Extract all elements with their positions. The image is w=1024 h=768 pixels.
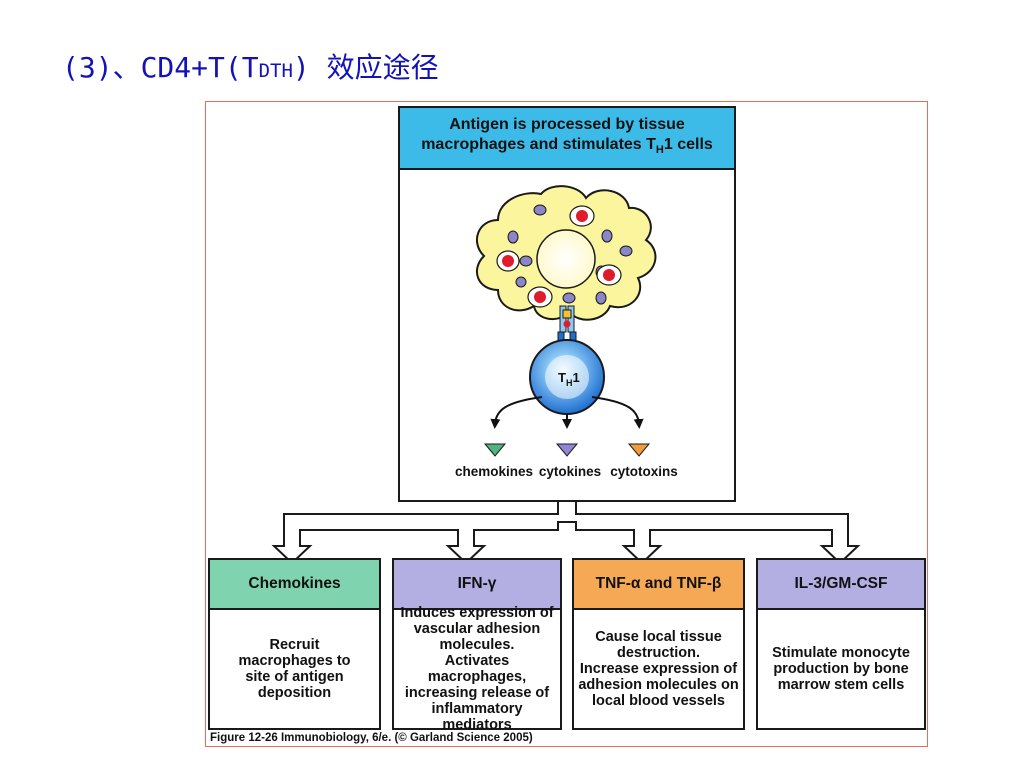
effect-header-tnf: TNF-α and TNF-β [574,560,743,610]
secretion-arrow-right [591,396,644,429]
branching-arrow [271,500,861,565]
effect-box-chemokines: Chemokines Recruit macrophages to site o… [208,558,381,730]
header-line-2: macrophages and stimulates TH1 cells [421,136,713,157]
chemokines-triangle [483,443,507,457]
header-line-1: Antigen is processed by tissue [449,116,685,134]
slide-title: (3)、CD4+T(TDTH) 效应途径 [62,46,439,90]
th1-label: TH1 [558,370,580,388]
th1-nucleus [545,355,589,399]
title-subscript: DTH [258,60,293,82]
effect-text-ifn-gamma: Induces expression of vascular adhesion … [400,605,554,733]
cytokines-label: cytokines [539,464,601,479]
phagosomes [496,205,622,308]
effect-box-ifn-gamma: IFN-γ Induces expression of vascular adh… [392,558,562,733]
figure-graphics: TH1 chemokines cytokines cytotoxins [271,185,861,565]
cytotoxins-label: cytotoxins [610,464,678,479]
title-prefix: (3)、CD4+T(T [62,51,259,84]
effect-box-il3-gmcsf: IL-3/GM-CSF Stimulate monocyte productio… [756,558,926,730]
effect-header-ifn-gamma: IFN-γ [394,560,560,610]
antigen-processing-box: Antigen is processed by tissue macrophag… [398,106,736,502]
figure-frame: TH1 chemokines cytokines cytotoxins Anti… [205,101,928,747]
cytokines-triangle [555,443,579,457]
effect-text-il3-gmcsf: Stimulate monocyte production by bone ma… [772,645,910,693]
secretion-arrow-left [490,396,543,429]
figure-caption: Figure 12-26 Immunobiology, 6/e. (© Garl… [210,732,533,744]
effect-box-tnf: TNF-α and TNF-β Cause local tissue destr… [572,558,745,730]
antigen-processing-header: Antigen is processed by tissue macrophag… [400,108,734,170]
cytotoxins-triangle [627,443,651,457]
effect-text-chemokines: Recruit macrophages to site of antigen d… [238,637,351,701]
macrophage-nucleus [536,229,596,289]
effect-header-il3-gmcsf: IL-3/GM-CSF [758,560,924,610]
chemokines-label: chemokines [455,464,533,479]
effect-header-chemokines: Chemokines [210,560,379,610]
title-suffix: ) 效应途径 [292,51,439,84]
effect-text-tnf: Cause local tissue destruction. Increase… [578,629,739,709]
